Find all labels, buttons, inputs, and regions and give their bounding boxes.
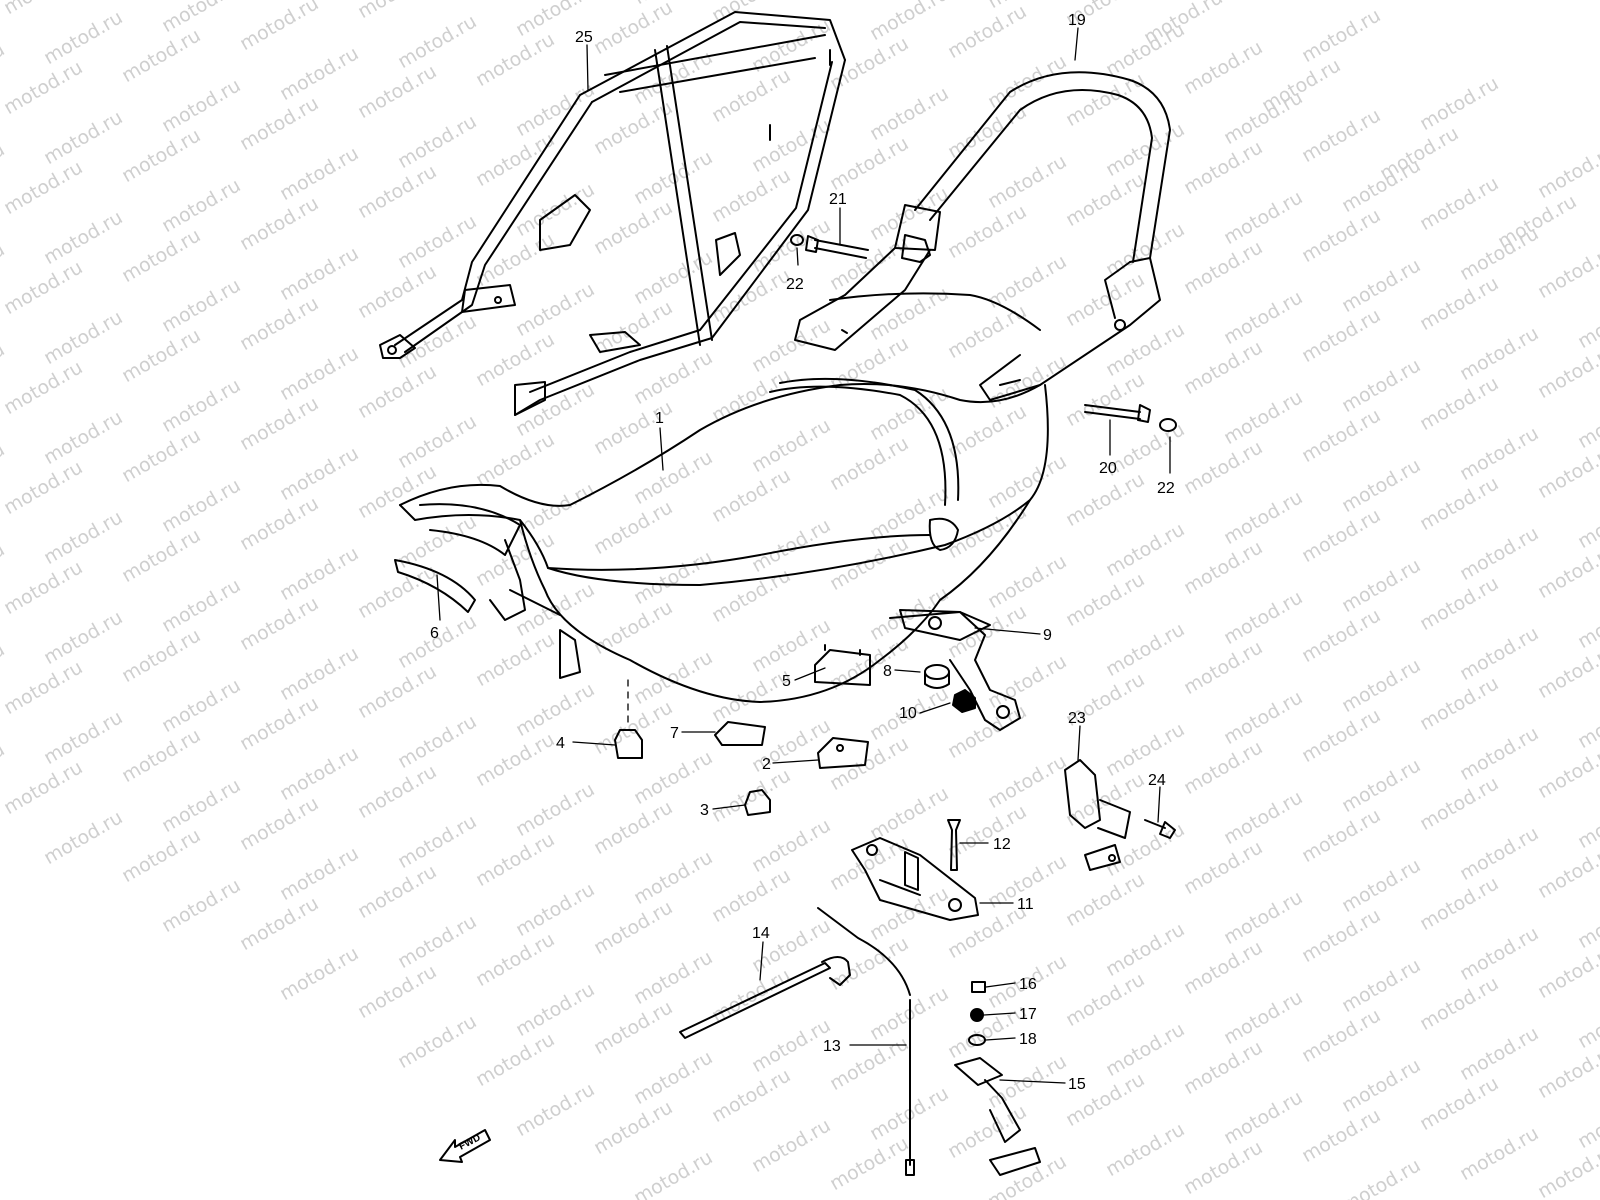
fwd-arrow: FWD xyxy=(439,1129,491,1163)
part-8-damper[interactable] xyxy=(924,664,950,689)
callout-2: 2 xyxy=(762,756,771,773)
callout-7: 7 xyxy=(670,725,679,742)
part-6-trim[interactable] xyxy=(394,559,476,613)
callout-11: 11 xyxy=(1017,896,1034,913)
part-7-pad[interactable] xyxy=(714,721,766,746)
part-4-cushion[interactable] xyxy=(614,729,643,759)
callout-21: 21 xyxy=(829,191,847,208)
part-2-cushion[interactable] xyxy=(817,737,869,769)
callout-5: 5 xyxy=(782,673,791,690)
callout-1: 1 xyxy=(655,410,664,427)
part-13-cable[interactable] xyxy=(817,907,915,1176)
callout-25: 25 xyxy=(575,29,593,46)
callout-15: 15 xyxy=(1068,1076,1086,1093)
callout-20: 20 xyxy=(1099,460,1117,477)
callout-3: 3 xyxy=(700,802,709,819)
callout-24: 24 xyxy=(1148,772,1166,789)
part-5-cushion[interactable] xyxy=(814,644,871,686)
part-23-helmet-lock[interactable] xyxy=(1064,759,1131,871)
callout-labels: 25 19 1 21 22 20 22 6 9 5 8 10 4 7 2 3 1… xyxy=(430,12,1175,1093)
callout-22-right: 22 xyxy=(1157,480,1175,497)
callout-16: 16 xyxy=(1019,976,1037,993)
part-22b-cap[interactable] xyxy=(1159,418,1177,432)
callout-17: 17 xyxy=(1019,1006,1037,1023)
callout-18: 18 xyxy=(1019,1031,1037,1048)
callout-23: 23 xyxy=(1068,710,1086,727)
callout-13: 13 xyxy=(823,1038,841,1055)
callout-12: 12 xyxy=(993,836,1011,853)
part-21-bolt[interactable] xyxy=(805,235,869,259)
part-3-cushion[interactable] xyxy=(744,789,771,816)
part-25-rear-carrier[interactable] xyxy=(379,11,846,416)
callout-8: 8 xyxy=(883,663,892,680)
callout-22-top: 22 xyxy=(786,276,804,293)
part-10-nut[interactable] xyxy=(952,689,976,713)
part-9-bracket[interactable] xyxy=(889,611,1021,731)
part-16-screw[interactable] xyxy=(971,981,986,993)
part-18-washer[interactable] xyxy=(968,1034,986,1046)
part-20-bolt[interactable] xyxy=(1084,404,1151,423)
part-24-screw[interactable] xyxy=(1144,819,1176,839)
part-14-lever[interactable] xyxy=(679,956,851,1039)
part-15-lock[interactable] xyxy=(954,1057,1041,1176)
part-12-screw[interactable] xyxy=(947,819,961,871)
callout-19: 19 xyxy=(1068,12,1086,29)
callout-6: 6 xyxy=(430,625,439,642)
callout-4: 4 xyxy=(556,735,565,752)
callout-10: 10 xyxy=(899,705,917,722)
callout-9: 9 xyxy=(1043,627,1052,644)
part-22a-cap[interactable] xyxy=(790,234,804,246)
callout-14: 14 xyxy=(752,925,770,942)
leader-lines xyxy=(436,27,1171,1084)
part-11-seat-lock[interactable] xyxy=(851,837,979,921)
part-1-seat[interactable] xyxy=(399,292,1049,703)
part-19-grab-rail[interactable] xyxy=(794,71,1171,401)
part-17-nut[interactable] xyxy=(970,1008,984,1022)
